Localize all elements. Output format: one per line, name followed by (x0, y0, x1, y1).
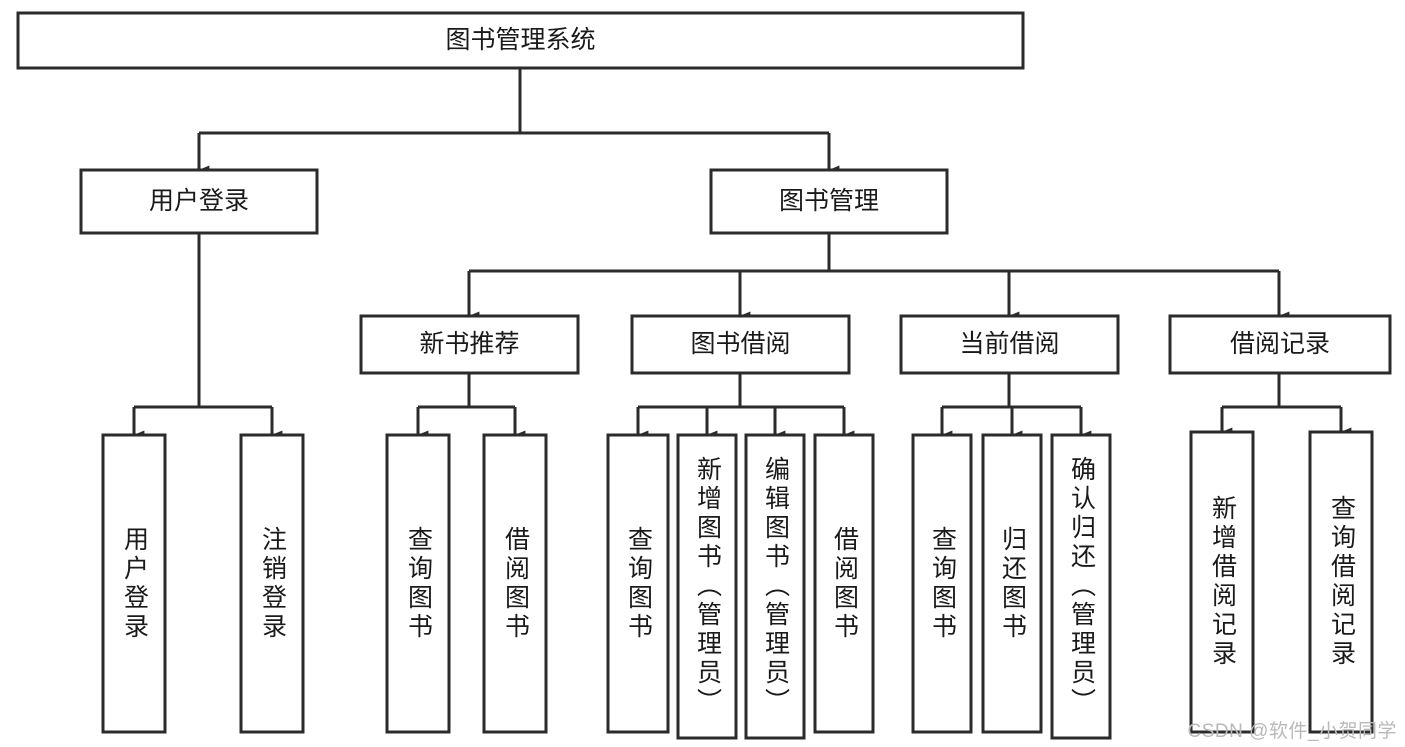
edge-borrow-record-to-leaves (1220, 373, 1352, 437)
node-level3-label-4: 借阅记录 (1230, 330, 1330, 358)
node-leaf-4[interactable] (482, 433, 548, 734)
node-level3-label-1: 新书推荐 (419, 330, 519, 358)
node-level2-label-1: 用户登录 (149, 187, 249, 215)
node-leaf-1[interactable] (101, 433, 167, 734)
node-leaf-3[interactable] (385, 433, 451, 734)
connector-edges (132, 68, 1352, 440)
node-root-system-label: 图书管理系统 (445, 26, 595, 54)
node-root-system[interactable] (16, 11, 1025, 70)
node-level2-1[interactable] (79, 168, 319, 235)
node-level3-1[interactable] (359, 314, 580, 375)
edge-root-to-level2 (197, 68, 840, 175)
watermark-text: CSDN @软件_小贺同学 (1187, 721, 1397, 742)
node-leaf-7[interactable] (744, 433, 806, 740)
node-level3-label-3: 当前借阅 (959, 330, 1059, 358)
edge-new-book-to-leaves (416, 373, 526, 440)
edge-book-mgmt-to-level3 (467, 233, 1290, 321)
edge-current-borrow-to-leaves (940, 373, 1092, 440)
node-level3-4[interactable] (1168, 314, 1392, 375)
node-leaf-13[interactable] (1308, 430, 1374, 734)
node-leaf-6[interactable] (676, 433, 738, 740)
node-leaf-10[interactable] (981, 433, 1043, 734)
node-boxes (16, 11, 1392, 740)
node-level3-label-2: 图书借阅 (690, 330, 790, 358)
node-level3-2[interactable] (630, 314, 851, 375)
node-leaf-5[interactable] (606, 433, 670, 734)
edge-user-login-to-leaves (132, 233, 283, 440)
node-leaf-11[interactable] (1050, 433, 1112, 740)
node-leaf-12[interactable] (1189, 430, 1255, 734)
edge-book-borrow-to-leaves (636, 373, 855, 440)
node-leaf-8[interactable] (813, 433, 875, 734)
node-level2-2[interactable] (709, 168, 949, 235)
node-leaf-9[interactable] (911, 433, 973, 734)
node-level2-label-2: 图书管理 (779, 187, 879, 215)
node-level3-3[interactable] (899, 314, 1120, 375)
node-leaf-2[interactable] (239, 433, 305, 734)
